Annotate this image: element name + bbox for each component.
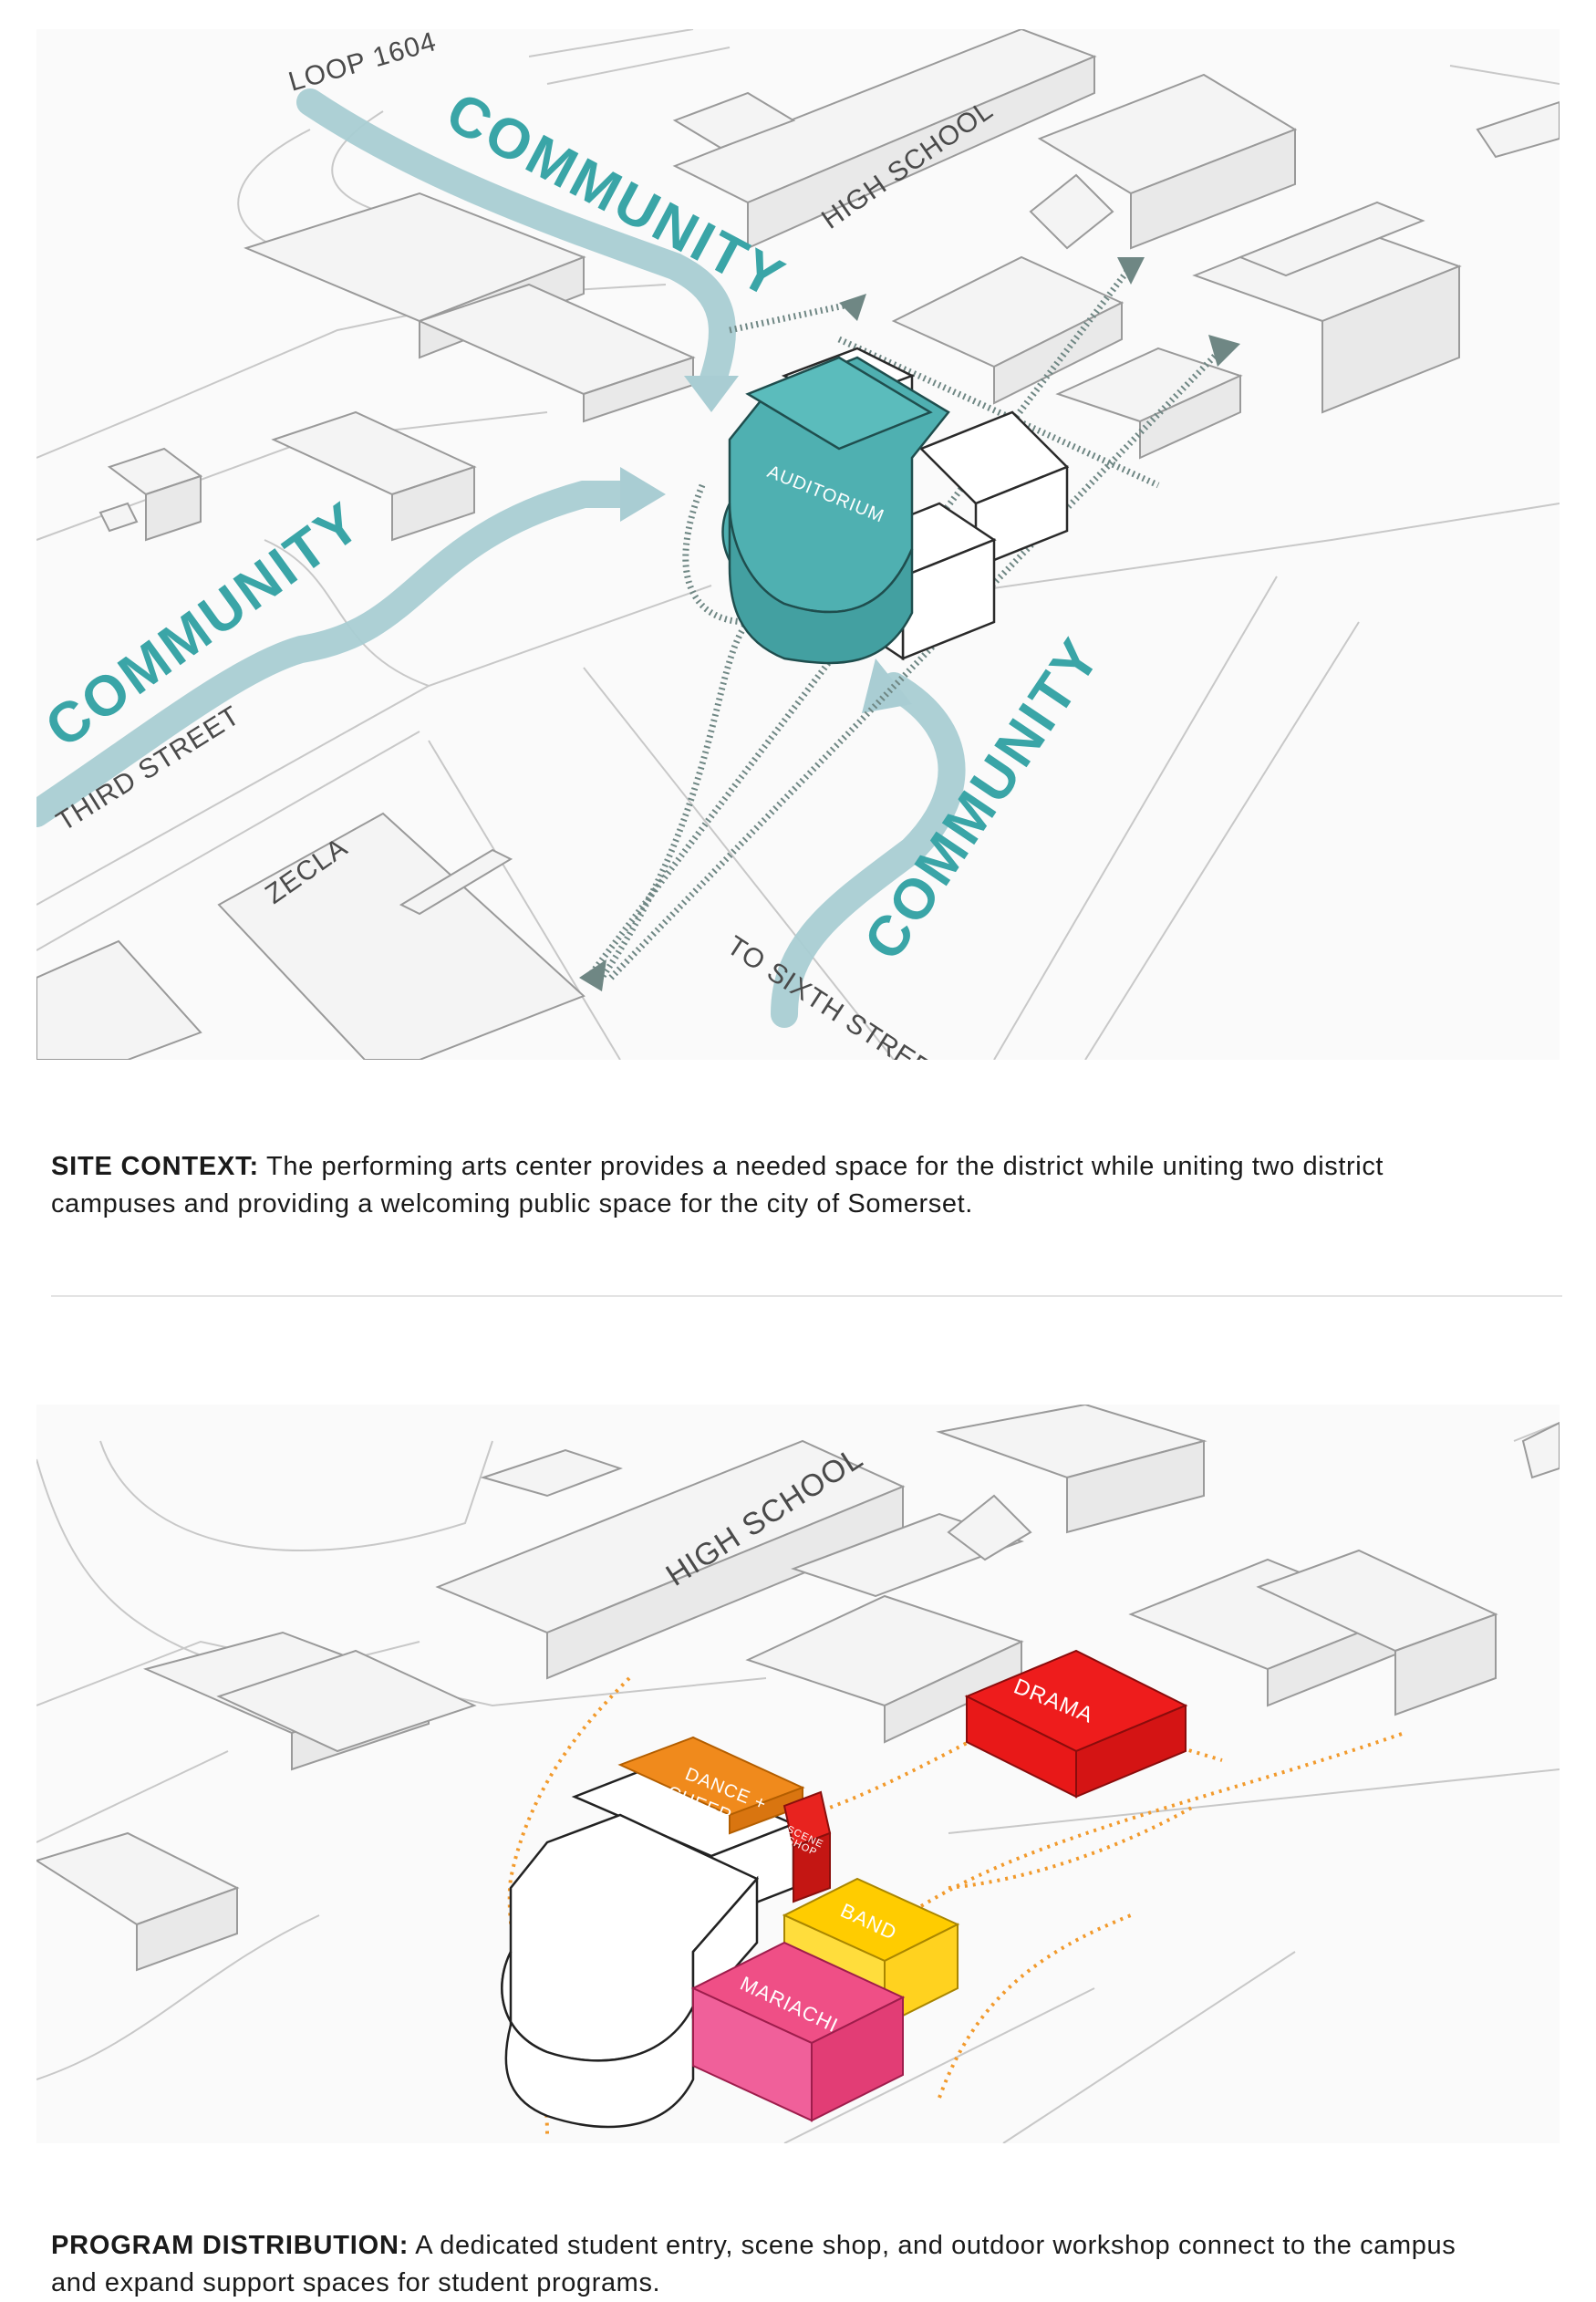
site-context-caption: SITE CONTEXT: The performing arts center… [51, 1148, 1474, 1223]
program-context-buildings [36, 1405, 1560, 1972]
connection-paths [579, 257, 1240, 991]
program-block-mariachi [690, 1941, 906, 2122]
program-distribution-caption: PROGRAM DISTRIBUTION: A dedicated studen… [51, 2227, 1474, 2302]
program-auditorium [501, 1763, 797, 2129]
label-loop-1604: LOOP 1604 [285, 29, 440, 98]
site-context-diagram: LOOP 1604 HIGH SCHOOL AUDITORIUM THIRD S… [36, 29, 1560, 1060]
section-divider [51, 1295, 1562, 1297]
program-distribution-diagram: HIGH SCHOOL DANCE + CHEER SCENE SHOP BAN… [36, 1405, 1560, 2143]
community-flows [36, 88, 966, 1028]
program-block-drama [964, 1649, 1188, 1799]
program-block-scene-shop [782, 1790, 832, 1903]
program-distribution-heading: PROGRAM DISTRIBUTION: [51, 2231, 409, 2260]
auditorium-complex [721, 347, 1070, 665]
site-context-heading: SITE CONTEXT: [51, 1152, 259, 1181]
site-context-text: The performing arts center provides a ne… [51, 1152, 1384, 1218]
